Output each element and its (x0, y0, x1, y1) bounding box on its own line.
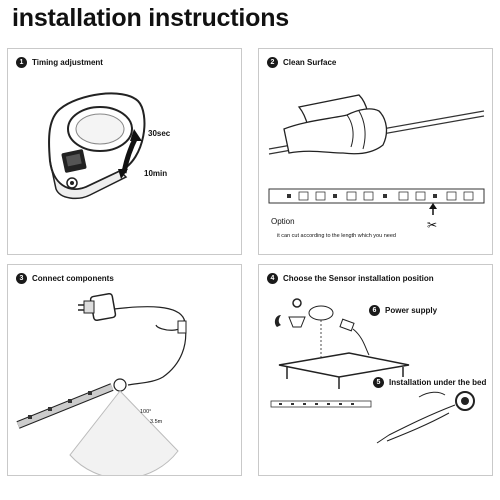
substep-badge: 6 (369, 305, 380, 316)
step-heading: Clean Surface (283, 58, 337, 67)
panel-clean-surface: ✂ 2 Clean Surface Option it can cut acco… (258, 48, 493, 255)
detection-angle: 100° (140, 409, 152, 415)
panel-sensor-installation: 4 Choose the Sensor installation positio… (258, 264, 493, 476)
detection-distance: 3.5m (150, 419, 163, 425)
panel-timing-adjustment: 1 Timing adjustment 30sec 10min (7, 48, 242, 255)
step-heading: Choose the Sensor installation position (283, 274, 434, 283)
step-badge: 2 (267, 57, 278, 68)
substep-label: Power supply (385, 306, 438, 315)
clean-surface-illustration: ✂ (268, 94, 485, 232)
step-badge: 1 (16, 57, 27, 68)
option-label: Option (271, 217, 295, 226)
panel-connect-components: 3 Connect components 100° 3.5m (7, 264, 242, 476)
substep-power-supply: 6 Power supply (369, 305, 437, 316)
step-badge: 4 (267, 273, 278, 284)
timing-max-label: 30sec (148, 129, 171, 138)
step-4-header: 4 Choose the Sensor installation positio… (267, 273, 434, 284)
sensor-timing-illustration (48, 92, 146, 200)
page-title: installation instructions (12, 4, 289, 32)
step-heading: Timing adjustment (32, 58, 103, 67)
step-1-header: 1 Timing adjustment (16, 57, 103, 68)
step-badge: 3 (16, 273, 27, 284)
sensor-installation-illustration (270, 298, 475, 444)
step-3-header: 3 Connect components (16, 273, 114, 284)
step-heading: Connect components (32, 274, 114, 283)
svg-text:✂: ✂ (427, 218, 437, 232)
timing-min-label: 10min (144, 169, 168, 178)
connect-components-illustration (16, 292, 187, 475)
step-2-header: 2 Clean Surface (267, 57, 336, 68)
substep-label: Installation under the bed (389, 378, 487, 387)
option-text: it can cut according to the length which… (277, 233, 396, 239)
substep-installation-under-bed: 5 Installation under the bed (373, 377, 486, 388)
substep-badge: 5 (373, 377, 384, 388)
